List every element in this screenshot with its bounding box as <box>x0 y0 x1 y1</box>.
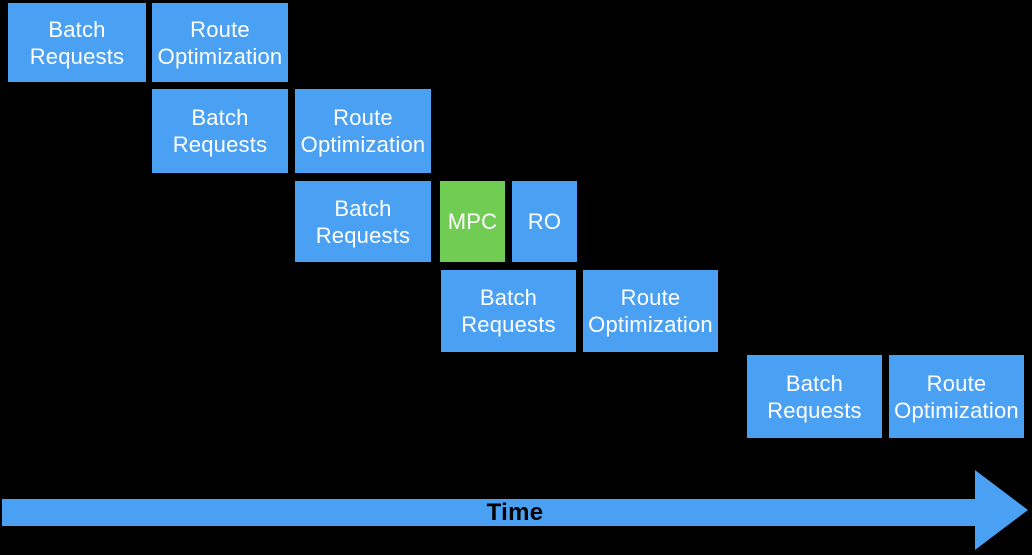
box-batch-requests-4: Batch Requests <box>441 270 576 352</box>
box-label: Batch Requests <box>172 105 268 157</box>
time-label: Time <box>486 498 544 526</box>
box-label: Route Optimization <box>894 370 1019 423</box>
box-batch-requests-3: Batch Requests <box>295 181 431 262</box>
box-label: RO <box>527 209 562 234</box>
box-ro: RO <box>512 181 577 262</box>
box-batch-requests-5: Batch Requests <box>747 355 882 438</box>
box-label: Route Optimization <box>588 285 713 337</box>
box-route-optimization-2: Route Optimization <box>295 89 431 173</box>
box-batch-requests-1: Batch Requests <box>8 3 146 82</box>
box-mpc: MPC <box>440 181 505 262</box>
box-route-optimization-3: Route Optimization <box>583 270 718 352</box>
box-label: Batch Requests <box>767 370 862 423</box>
box-label: Batch Requests <box>461 285 556 337</box>
box-label: Route Optimization <box>300 105 426 157</box>
box-batch-requests-2: Batch Requests <box>152 89 288 173</box>
box-label: MPC <box>447 209 498 234</box>
box-route-optimization-4: Route Optimization <box>889 355 1024 438</box>
box-label: Batch Requests <box>29 16 125 69</box>
time-arrow-head-icon <box>975 470 1028 550</box>
box-route-optimization-1: Route Optimization <box>152 3 288 82</box>
box-label: Route Optimization <box>157 16 283 69</box>
time-arrow-shaft <box>2 499 975 526</box>
box-label: Batch Requests <box>315 195 411 248</box>
